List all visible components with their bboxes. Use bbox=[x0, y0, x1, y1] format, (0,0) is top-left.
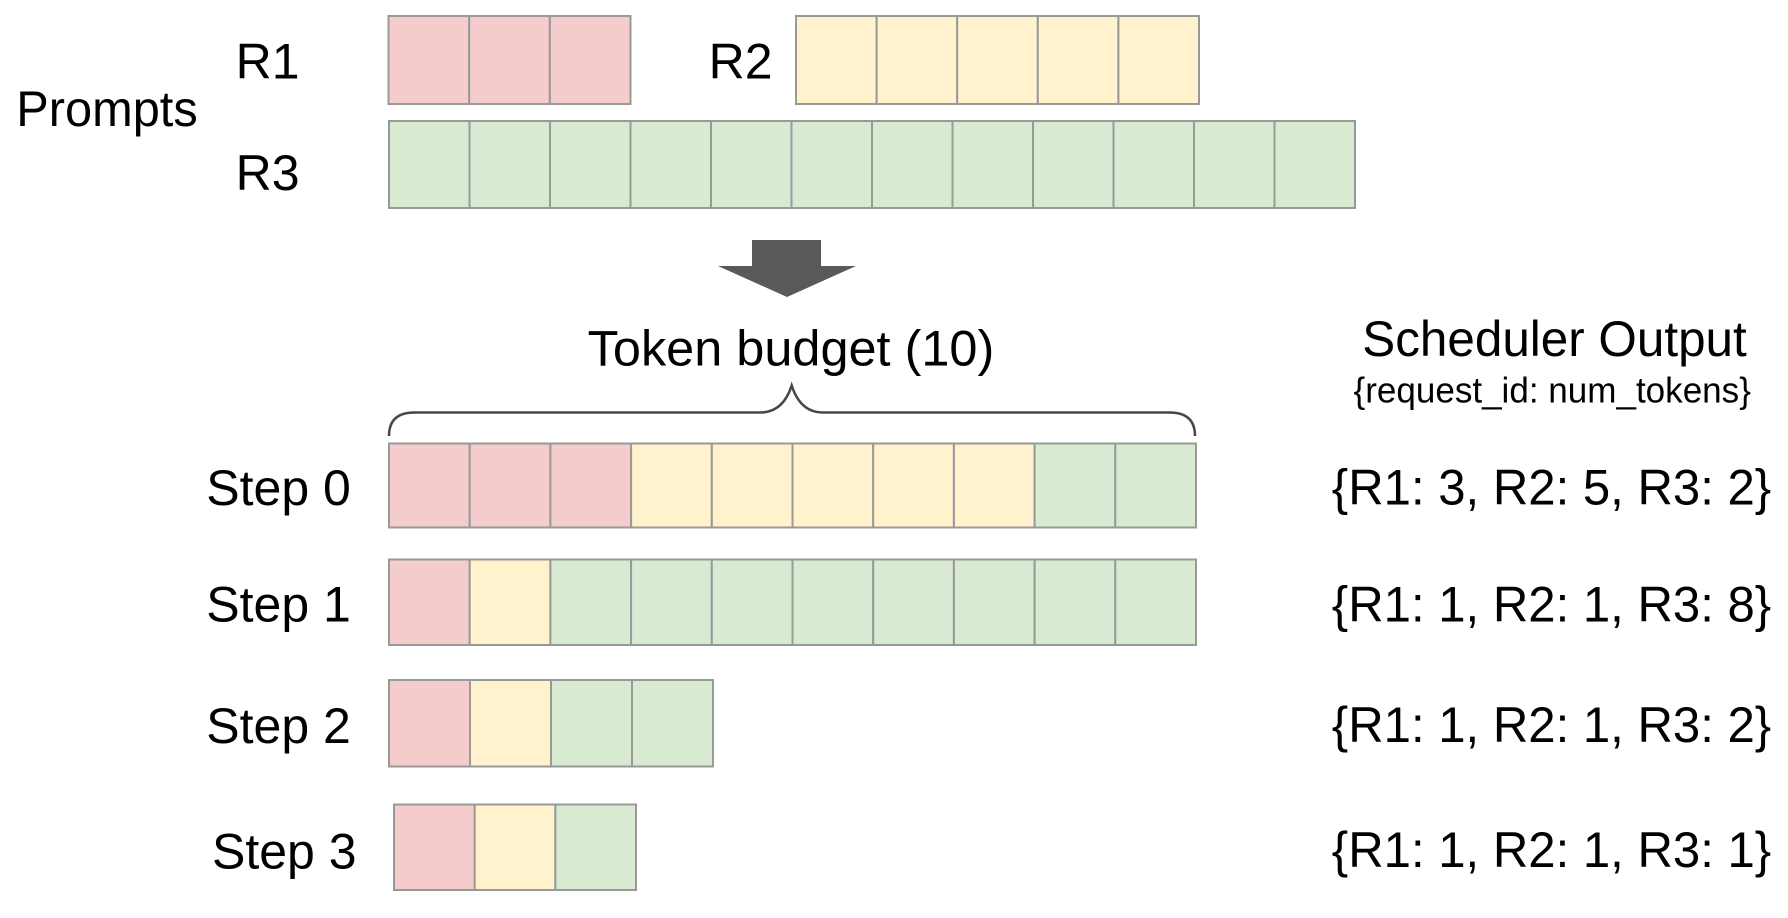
svg-text:R3: R3 bbox=[236, 145, 300, 201]
svg-text:R1: R1 bbox=[236, 33, 300, 89]
svg-text:{R1: 1, R2: 1, R3: 8}: {R1: 1, R2: 1, R3: 8} bbox=[1332, 576, 1771, 632]
svg-text:Step 3: Step 3 bbox=[212, 824, 357, 880]
svg-text:Token budget (10): Token budget (10) bbox=[588, 321, 995, 377]
svg-text:Step 2: Step 2 bbox=[206, 698, 351, 754]
svg-text:Prompts: Prompts bbox=[16, 81, 197, 137]
svg-text:{R1: 3, R2: 5, R3: 2}: {R1: 3, R2: 5, R3: 2} bbox=[1332, 459, 1771, 515]
svg-text:R2: R2 bbox=[709, 33, 773, 89]
svg-text:Step 1: Step 1 bbox=[206, 577, 351, 633]
svg-text:{request_id: num_tokens}: {request_id: num_tokens} bbox=[1354, 370, 1751, 411]
svg-text:Step 0: Step 0 bbox=[206, 460, 351, 516]
svg-text:Scheduler Output: Scheduler Output bbox=[1362, 311, 1747, 367]
svg-text:{R1: 1, R2: 1, R3: 1}: {R1: 1, R2: 1, R3: 1} bbox=[1332, 822, 1771, 878]
svg-text:{R1: 1, R2: 1, R3: 2}: {R1: 1, R2: 1, R3: 2} bbox=[1332, 697, 1771, 753]
